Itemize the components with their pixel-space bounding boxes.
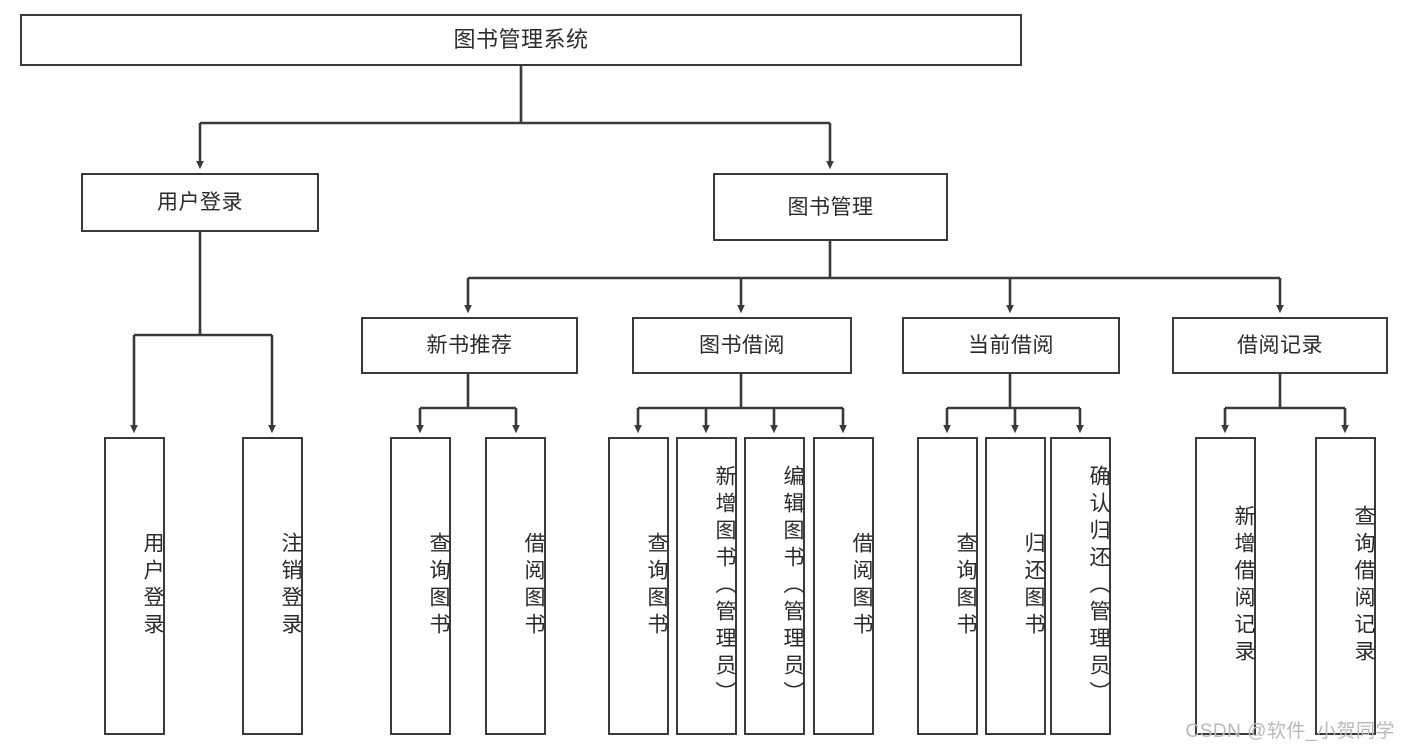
leaf-label: 用户登录: [141, 532, 164, 640]
leaf-borrow-book-new-recommend[interactable]: 借阅图书: [485, 437, 546, 735]
node-root-book-management-system[interactable]: 图书管理系统: [20, 14, 1022, 66]
leaf-user-login[interactable]: 用户登录: [104, 437, 165, 735]
leaf-label: 借阅图书: [522, 532, 545, 640]
node-borrow-record[interactable]: 借阅记录: [1172, 317, 1388, 374]
node-new-book-recommend[interactable]: 新书推荐: [361, 317, 578, 374]
leaf-query-book-borrow[interactable]: 查询图书: [608, 437, 669, 735]
leaf-edit-book-admin[interactable]: 编辑图书（管理员）: [744, 437, 805, 735]
leaf-query-book-new-recommend[interactable]: 查询图书: [390, 437, 451, 735]
leaf-add-borrow-record[interactable]: 新增借阅记录: [1195, 437, 1256, 735]
leaf-return-book[interactable]: 归还图书: [985, 437, 1046, 735]
leaf-confirm-return-admin[interactable]: 确认归还（管理员）: [1050, 437, 1111, 735]
node-user-login[interactable]: 用户登录: [81, 173, 319, 232]
leaf-label: 查询借阅记录: [1352, 505, 1375, 667]
leaf-label: 新增借阅记录: [1232, 505, 1255, 667]
leaf-add-book-admin[interactable]: 新增图书（管理员）: [676, 437, 737, 735]
leaf-label: 查询图书: [427, 532, 450, 640]
leaf-label: 查询图书: [954, 532, 977, 640]
leaf-user-logout[interactable]: 注销登录: [242, 437, 303, 735]
leaf-label: 借阅图书: [850, 532, 873, 640]
node-book-management[interactable]: 图书管理: [713, 173, 948, 241]
leaf-label: 注销登录: [279, 532, 302, 640]
csdn-watermark: CSDN @软件_小贺同学: [1185, 721, 1395, 742]
leaf-query-borrow-record[interactable]: 查询借阅记录: [1315, 437, 1376, 735]
node-book-borrow[interactable]: 图书借阅: [632, 317, 852, 374]
leaf-query-book-current[interactable]: 查询图书: [917, 437, 978, 735]
leaf-label: 新增图书（管理员）: [713, 464, 736, 708]
leaf-label: 归还图书: [1022, 532, 1045, 640]
leaf-label: 查询图书: [645, 532, 668, 640]
leaf-label: 确认归还（管理员）: [1087, 464, 1110, 708]
leaf-borrow-book[interactable]: 借阅图书: [813, 437, 874, 735]
leaf-label: 编辑图书（管理员）: [781, 464, 804, 708]
node-current-borrow[interactable]: 当前借阅: [902, 317, 1120, 374]
